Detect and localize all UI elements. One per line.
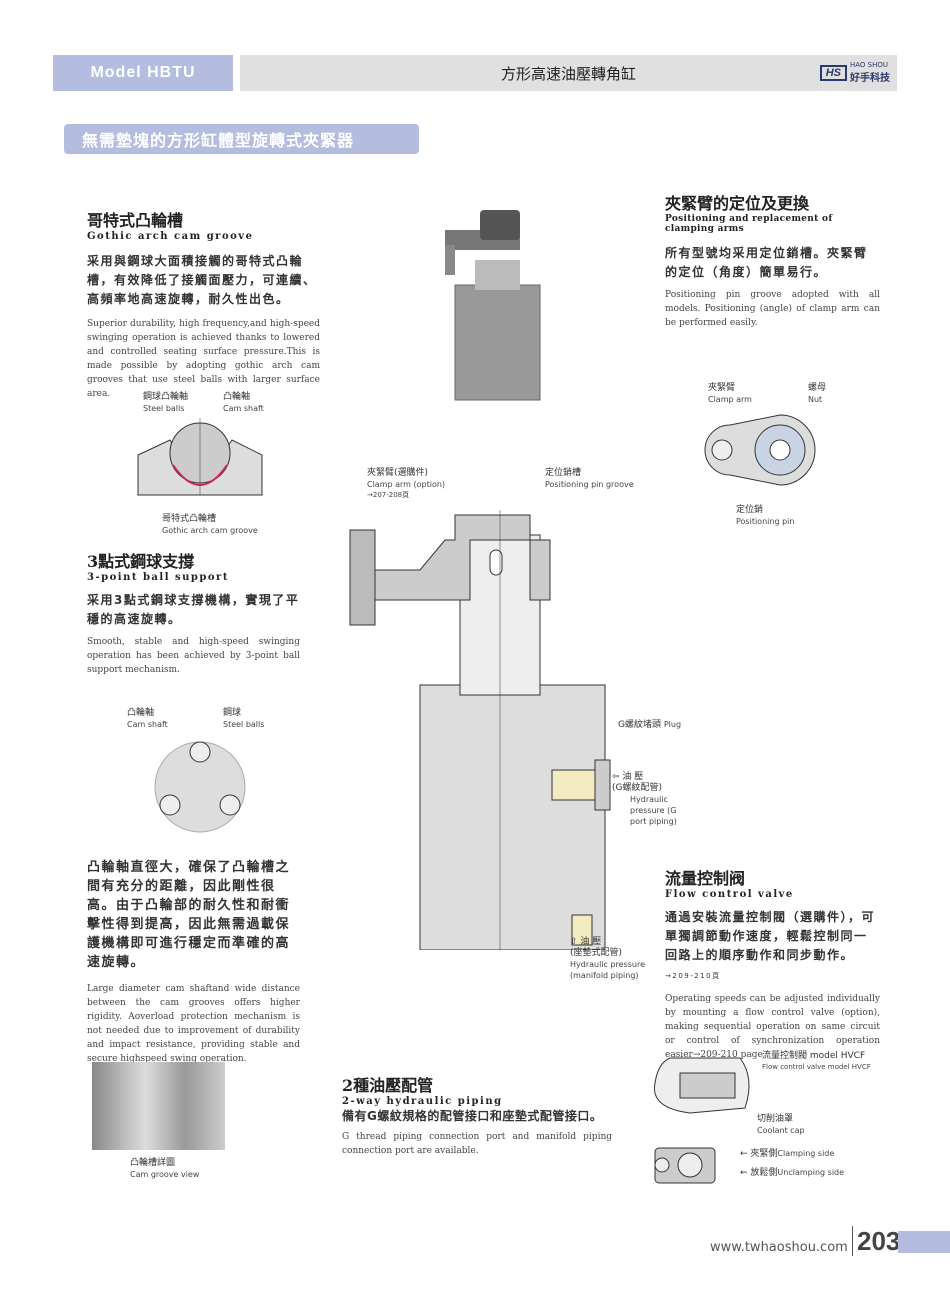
brand-logo: HS HAO SHOU 好手科技	[819, 61, 890, 85]
cam-body-en: Large diameter cam shaftand wide distanc…	[87, 984, 300, 1064]
gothic-body-en: Superior durability, high frequency,and …	[87, 319, 320, 399]
gothic-title: 哥特式凸輪槽	[87, 211, 184, 230]
piping-section: 2種油壓配管 2-way hydraulic piping 備有G螺紋規格的配管…	[342, 1072, 612, 1158]
ball-title: 3點式鋼球支撐	[87, 552, 195, 571]
positioning-subtitle: Positioning and replacement of clamping …	[665, 214, 833, 234]
gothic-groove-diagram	[137, 418, 263, 496]
label-clamping-side: ← 夾緊側Clamping side	[740, 1149, 835, 1159]
positioning-body-en: Positioning pin groove adopted with all …	[665, 290, 880, 328]
cam-section: 凸輪軸直徑大，確保了凸輪槽之間有充分的距離，因此剛性很高。由于凸輪部的耐久性和耐…	[87, 858, 300, 1066]
ball-body-en: Smooth, stable and high-speed swinging o…	[87, 637, 300, 675]
flow-body-en: Operating speeds can be adjusted individ…	[665, 994, 880, 1060]
piping-title: 2種油壓配管	[342, 1076, 434, 1095]
gothic-section: 哥特式凸輪槽 Gothic arch cam groove 采用與鋼球大面積接觸…	[87, 207, 320, 401]
label-manifold: ⇧ 油 壓(座墊式配管)Hydraulic pressure (manifold…	[570, 937, 646, 980]
footer-url[interactable]: www.twhaoshou.com	[710, 1240, 848, 1255]
section-banner: 無需墊塊的方形缸體型旋轉式夾緊器	[64, 124, 419, 154]
logo-cn: 好手科技	[850, 73, 890, 85]
positioning-title: 夾緊臂的定位及更換	[665, 194, 810, 213]
page-header-title: 方形高速油壓轉角缸	[240, 55, 897, 91]
label-plug: G螺紋堵頭 Plug	[618, 720, 682, 730]
ball-body-cn: 采用3點式鋼球支撐機構，實現了平穩的高速旋轉。	[87, 593, 300, 626]
gothic-subtitle: Gothic arch cam groove	[87, 231, 254, 242]
page-number: 203	[852, 1226, 900, 1256]
label-g-port: ⇦ 油 壓(G螺紋配管)Hydraulic pressure (G port p…	[612, 772, 677, 826]
label-clamp-arm-option: 夾緊臂(選購件)Clamp arm (option)→207-208頁	[367, 468, 446, 499]
flow-body-cn: 通過安裝流量控制閥（選購件），可單獨調節動作速度，輕鬆控制同一回路上的順序動作和…	[665, 910, 876, 980]
product-photo	[445, 210, 541, 401]
flow-subtitle: Flow control valve	[665, 889, 794, 900]
flow-section: 流量控制阀 Flow control valve 通過安裝流量控制閥（選購件），…	[665, 865, 880, 1062]
logo-en: HAO SHOU	[850, 61, 889, 69]
ball-support-diagram	[154, 741, 246, 833]
ball-section: 3點式鋼球支撐 3-point ball support 采用3點式鋼球支撐機構…	[87, 548, 300, 677]
piping-body-en: G thread piping connection port and mani…	[342, 1132, 612, 1156]
cam-body-cn: 凸輪軸直徑大，確保了凸輪槽之間有充分的距離，因此剛性很高。由于凸輪部的耐久性和耐…	[87, 860, 291, 970]
cam-groove-photo	[92, 1062, 225, 1150]
ball-subtitle: 3-point ball support	[87, 572, 229, 583]
cylinder-section-drawing	[349, 510, 611, 950]
flow-title: 流量控制阀	[665, 869, 746, 888]
model-label: Model HBTU	[53, 55, 233, 91]
piping-body-cn: 備有G螺紋規格的配管接口和座墊式配管接口。	[342, 1109, 603, 1123]
positioning-section: 夾緊臂的定位及更換 Positioning and replacement of…	[665, 190, 880, 330]
clamp-arm-diagram	[704, 414, 816, 486]
logo-mark: HS	[819, 64, 847, 81]
footer-accent-bar	[898, 1231, 950, 1253]
positioning-body-cn: 所有型號均采用定位銷槽。夾緊臂的定位（角度）簡單易行。	[665, 246, 868, 279]
piping-subtitle: 2-way hydraulic piping	[342, 1096, 503, 1107]
label-unclamping-side: ← 放鬆側Unclamping side	[740, 1168, 845, 1178]
flow-valve-diagram	[653, 1057, 750, 1184]
gothic-body-cn: 采用與鋼球大面積接觸的哥特式凸輪槽，有效降低了接觸面壓力，可連續、高頻率地高速旋…	[87, 254, 317, 306]
